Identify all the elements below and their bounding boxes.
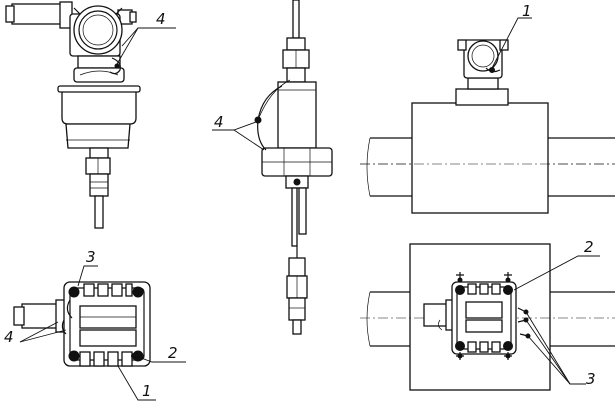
view-sensor-assembly: 4: [212, 0, 333, 335]
callout-4-junction: 4: [4, 328, 14, 346]
callout-4-transmitter: 4: [156, 10, 166, 28]
view-transmitter-front: 4: [5, 1, 176, 229]
view-pipe-top: 2 3: [360, 238, 615, 391]
callout-2-junction: 2: [168, 344, 178, 362]
view-pipe-side: 1: [360, 2, 615, 214]
callout-1-pipe: 1: [522, 2, 532, 20]
callout-4-assembly: 4: [214, 113, 224, 131]
callout-1-junction: 1: [142, 382, 152, 400]
callout-3-junction: 3: [86, 248, 96, 266]
callout-3-pipe: 3: [586, 370, 596, 388]
callout-2-pipe: 2: [584, 238, 594, 256]
view-junction-box-top: 3 4 2 1: [4, 248, 186, 401]
